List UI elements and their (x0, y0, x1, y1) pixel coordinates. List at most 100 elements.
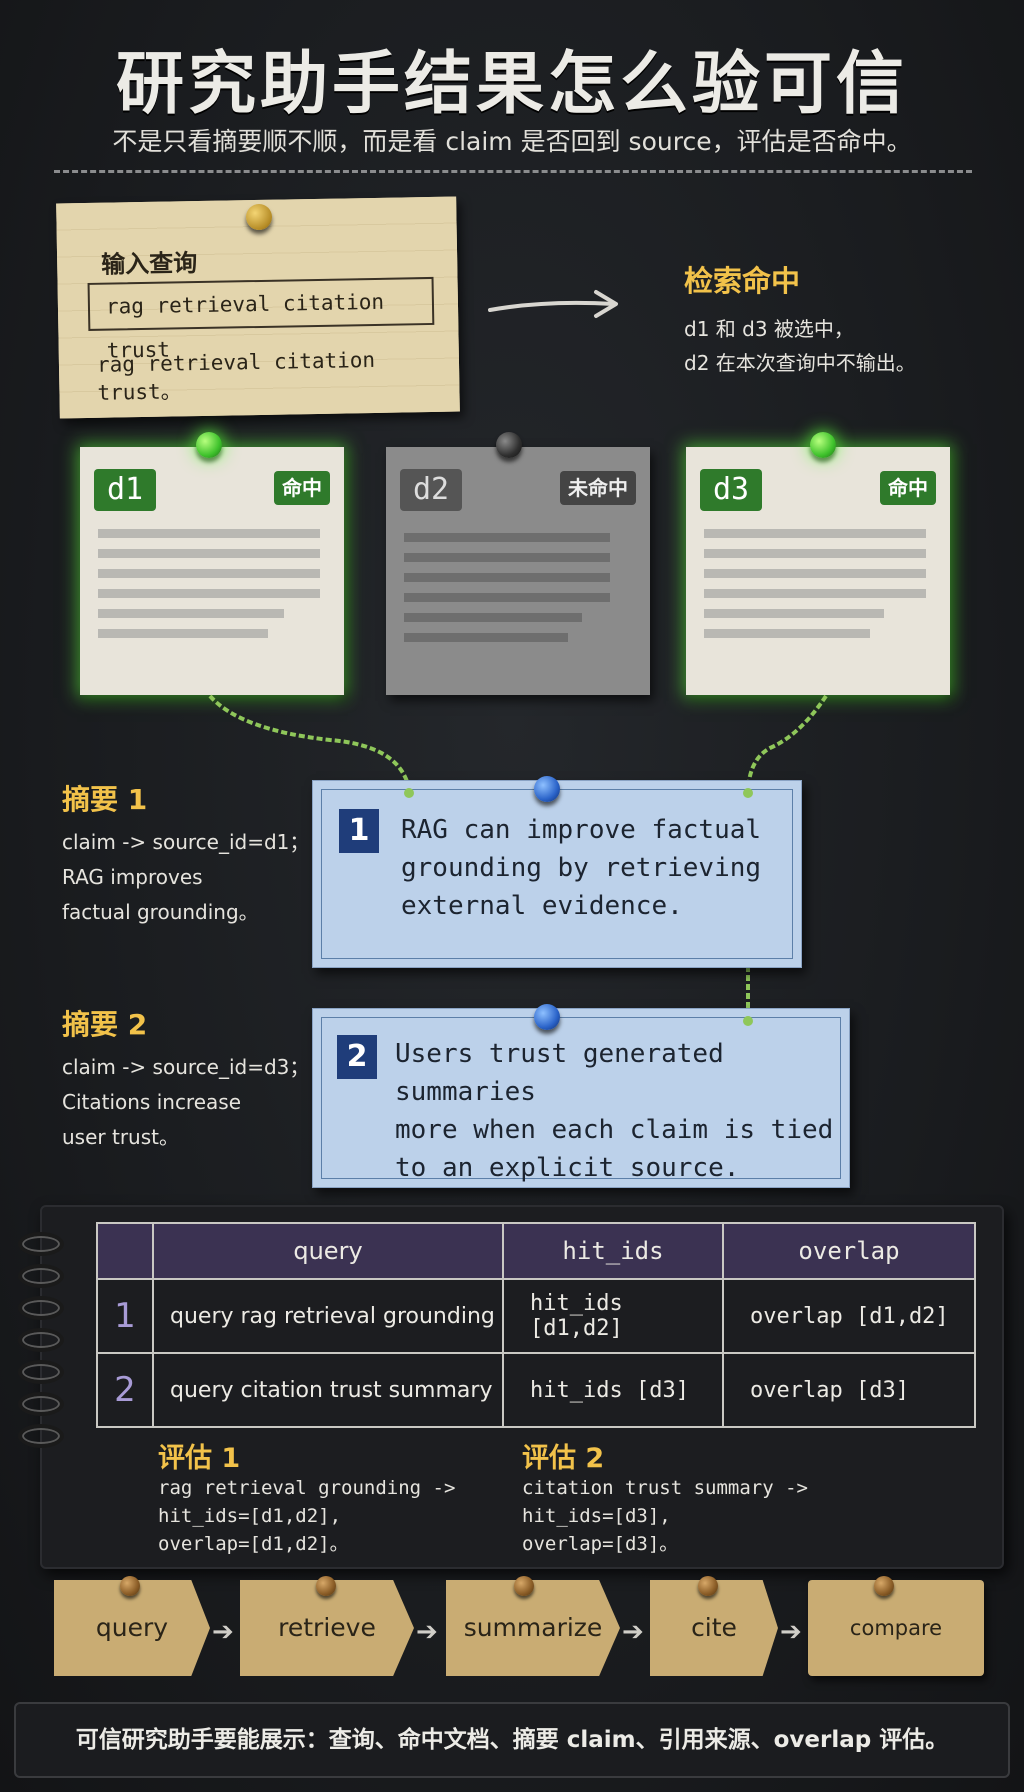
evaluation-heading: 评估 2 (522, 1443, 605, 1474)
table-row: 1 query rag retrieval grounding hit_ids … (96, 1278, 976, 1354)
claim-line: grounding by retrieving (401, 853, 762, 883)
flow-step: query (54, 1580, 210, 1676)
text-line (704, 569, 926, 578)
evaluation-body: rag retrieval grounding -> hit_ids=[d1,d… (158, 1474, 455, 1558)
text-line (98, 549, 320, 558)
row-number: 2 (96, 1352, 154, 1428)
spiral-ring-icon (18, 1360, 64, 1384)
evaluation-line: overlap=[d1,d2]。 (158, 1533, 349, 1555)
doc-id: d2 (400, 469, 462, 511)
flow-step: retrieve (240, 1580, 414, 1676)
claim-line: external evidence. (401, 891, 683, 921)
spiral-ring-icon (18, 1328, 64, 1352)
text-line (404, 533, 610, 542)
claim-line: Users trust generated summaries (395, 1039, 724, 1107)
text-line (404, 573, 610, 582)
spiral-ring-icon (18, 1424, 64, 1448)
bronze-pin-icon (514, 1576, 534, 1596)
dark-pin-icon (496, 432, 522, 458)
bronze-pin-icon (316, 1576, 336, 1596)
doc-card-d2: d2 未命中 (386, 447, 650, 695)
summary-line: claim -> source_id=d3； (62, 1055, 310, 1079)
doc-status-badge: 命中 (274, 471, 330, 505)
spiral-ring-icon (18, 1232, 64, 1256)
doc-status-badge: 未命中 (560, 471, 636, 505)
summary-body: claim -> source_id=d3； Citations increas… (62, 1050, 309, 1155)
table-row: 2 query citation trust summary hit_ids [… (96, 1352, 976, 1428)
summary-line: user trust。 (62, 1125, 179, 1149)
text-line (704, 609, 884, 618)
retrieval-title: 检索命中 (684, 264, 801, 298)
query-cell: query citation trust summary (152, 1352, 504, 1428)
gold-pin-icon (246, 204, 272, 230)
claim-card-border (321, 1017, 841, 1179)
evaluation-heading: 评估 1 (158, 1443, 241, 1474)
green-pin-icon (810, 432, 836, 458)
summary-body: claim -> source_id=d1； RAG improves fact… (62, 825, 309, 930)
spiral-ring-icon (18, 1264, 64, 1288)
retrieval-line: d2 在本次查询中不输出。 (684, 351, 916, 375)
flow-step: compare overlap (808, 1580, 984, 1736)
flow-step: summarize (446, 1580, 620, 1676)
column-header: overlap (722, 1222, 976, 1280)
doc-card-d3: d3 命中 (686, 447, 950, 695)
doc-status-badge: 命中 (880, 471, 936, 505)
string-knot (743, 788, 753, 798)
table-header-blank (96, 1222, 154, 1280)
flow-arrow-icon: ➔ (212, 1617, 234, 1647)
bronze-pin-icon (874, 1576, 894, 1596)
row-number: 1 (96, 1278, 154, 1354)
claim-line: RAG can improve factual (401, 815, 762, 845)
summary-line: RAG improves (62, 865, 203, 889)
blue-pin-icon (534, 1004, 560, 1030)
summary-line: factual grounding。 (62, 900, 259, 924)
hit-ids-cell: hit_ids [d1,d2] (502, 1278, 724, 1354)
summary-heading: 摘要 1 (62, 783, 148, 816)
evaluation-line: hit_ids=[d3], (522, 1505, 671, 1527)
claim-card-1: 1 RAG can improve factual grounding by r… (312, 780, 802, 968)
text-line (98, 629, 268, 638)
blue-pin-icon (534, 776, 560, 802)
footer-summary: 可信研究助手要能展示：查询、命中文档、摘要 claim、引用来源、overlap… (14, 1702, 1010, 1778)
evaluation-line: rag retrieval grounding -> (158, 1477, 456, 1499)
claim-line: more when each claim is tied (395, 1115, 834, 1145)
string-knot (404, 788, 414, 798)
text-line (404, 613, 582, 622)
text-line (98, 569, 320, 578)
column-header: hit_ids (502, 1222, 724, 1280)
table-header-row: query hit_ids overlap (96, 1222, 976, 1280)
doc-id: d1 (94, 469, 156, 511)
retrieval-description: d1 和 d3 被选中， d2 在本次查询中不输出。 (684, 312, 916, 380)
claim-number: 2 (337, 1035, 377, 1079)
claim-text: RAG can improve factual grounding by ret… (401, 811, 761, 925)
spiral-ring-icon (18, 1392, 64, 1416)
column-header: query (152, 1222, 504, 1280)
text-line (704, 549, 926, 558)
text-line (404, 593, 610, 602)
text-line (404, 633, 568, 642)
query-cell: query rag retrieval grounding (152, 1278, 504, 1354)
string-knot (743, 1016, 753, 1026)
claim-text: Users trust generated summaries more whe… (395, 1035, 849, 1187)
text-line (98, 609, 284, 618)
overlap-cell: overlap [d3] (722, 1352, 976, 1428)
evaluation-line: overlap=[d3]。 (522, 1533, 679, 1555)
bronze-pin-icon (120, 1576, 140, 1596)
text-line (98, 589, 320, 598)
summary-line: claim -> source_id=d1； (62, 830, 310, 854)
retrieval-line: d1 和 d3 被选中， (684, 317, 854, 341)
flow-arrow-icon: ➔ (416, 1617, 438, 1647)
evaluation-table: query hit_ids overlap 1 query rag retrie… (96, 1222, 976, 1428)
evaluation-line: citation trust summary -> (522, 1477, 808, 1499)
overlap-cell: overlap [d1,d2] (722, 1278, 976, 1354)
hit-ids-cell: hit_ids [d3] (502, 1352, 724, 1428)
flow-arrow-icon: ➔ (780, 1617, 802, 1647)
claim-card-2: 2 Users trust generated summaries more w… (312, 1008, 850, 1188)
text-line (704, 629, 870, 638)
text-line (704, 589, 926, 598)
bronze-pin-icon (698, 1576, 718, 1596)
text-line (98, 529, 320, 538)
summary-line: Citations increase (62, 1090, 242, 1114)
doc-card-d1: d1 命中 (80, 447, 344, 695)
doc-id: d3 (700, 469, 762, 511)
